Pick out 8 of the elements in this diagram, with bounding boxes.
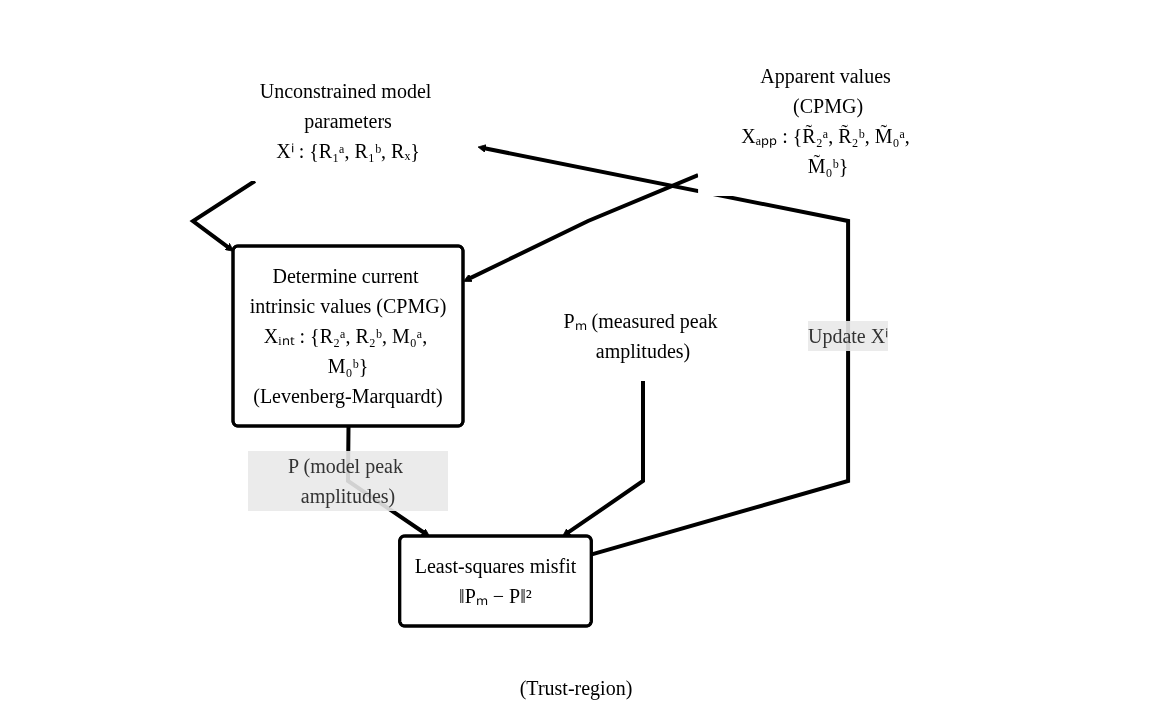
node-text: Pₘ (measured peak amplitudes): [563, 309, 719, 362]
note-text: (Trust-region): [519, 677, 633, 700]
edge-label: P (model peak amplitudes): [288, 454, 404, 507]
arrow: [478, 143, 851, 556]
edge-label: Update Xⁱ: [808, 324, 889, 347]
node-text: Unconstrained model parameters Xⁱ : {R₁ᵃ, R₁ᵇ, Rₓ}: [260, 79, 432, 162]
arrow: [463, 172, 700, 282]
arrow: [189, 178, 257, 252]
